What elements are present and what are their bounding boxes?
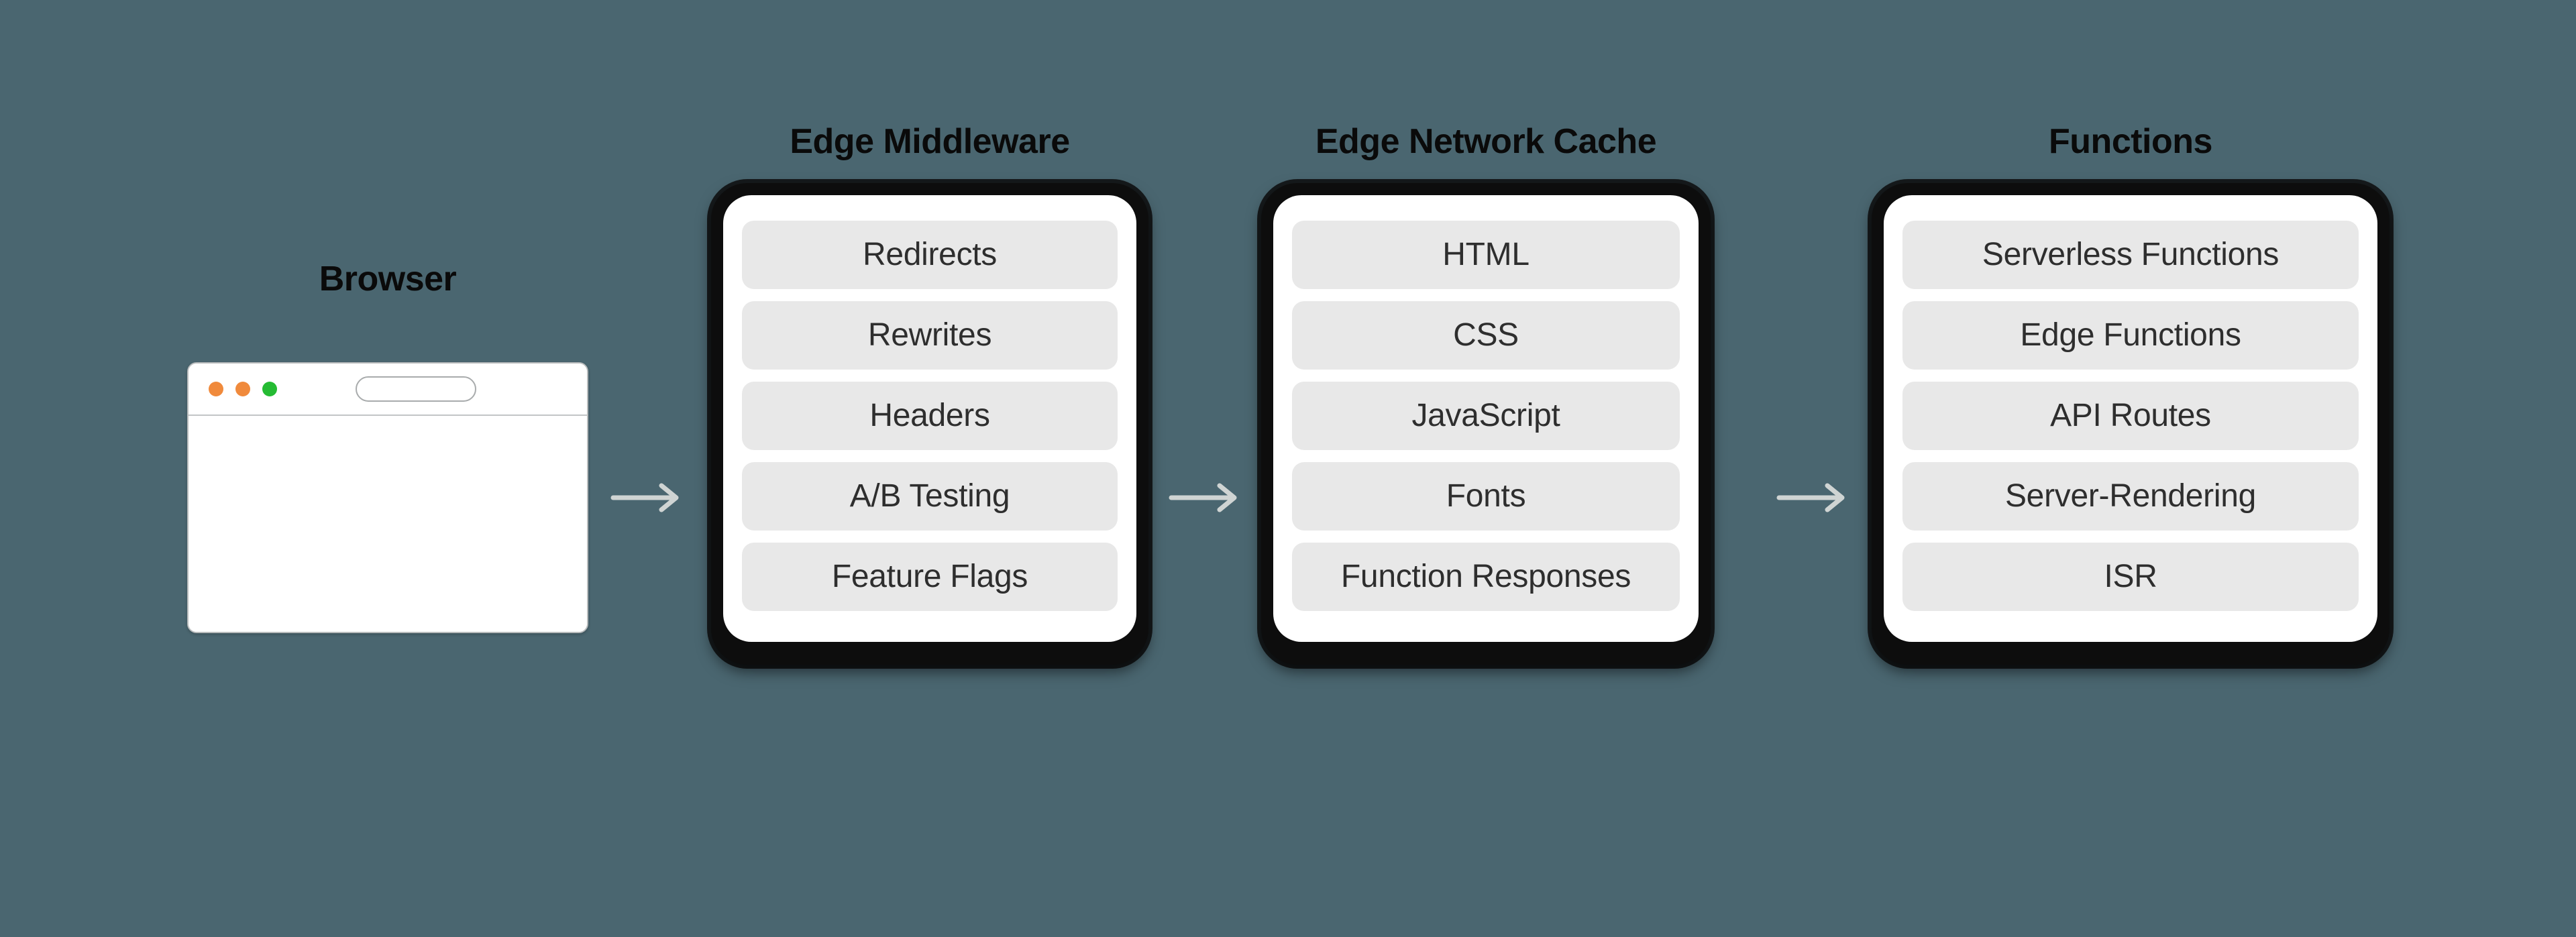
list-item[interactable]: Feature Flags [742, 543, 1118, 611]
list-item-label: Rewrites [867, 317, 992, 353]
list-item-label: Server-Rendering [2004, 478, 2257, 514]
list-item[interactable]: A/B Testing [742, 462, 1118, 531]
list-item-label: API Routes [2050, 398, 2211, 433]
traffic-lights [209, 382, 277, 396]
stage-title-cache: Edge Network Cache [1315, 122, 1657, 161]
list-item[interactable]: Fonts [1292, 462, 1680, 531]
browser-window [187, 362, 588, 633]
list-item[interactable]: CSS [1292, 301, 1680, 370]
close-dot[interactable] [209, 382, 223, 396]
list-item-label: CSS [1453, 317, 1519, 353]
list-item-label: Edge Functions [2020, 317, 2241, 353]
list-item-label: A/B Testing [849, 478, 1010, 514]
list-item[interactable]: HTML [1292, 221, 1680, 289]
arrow-middleware-to-cache [1169, 479, 1244, 516]
list-item-label: Headers [869, 398, 990, 433]
list-item-label: Serverless Functions [1982, 237, 2279, 272]
arrow-cache-to-functions [1776, 479, 1851, 516]
stage-title-middleware: Edge Middleware [790, 122, 1070, 161]
minimize-dot[interactable] [235, 382, 250, 396]
card-shell-functions: Serverless Functions Edge Functions API … [1872, 183, 2390, 665]
card-shell-cache: HTML CSS JavaScript Fonts Function Respo… [1261, 183, 1711, 665]
stage-edge-middleware: Edge Middleware Redirects Rewrites Heade… [711, 124, 1148, 665]
list-item[interactable]: JavaScript [1292, 382, 1680, 450]
list-item[interactable]: Serverless Functions [1902, 221, 2359, 289]
browser-chrome-bar [189, 364, 587, 416]
list-item[interactable]: ISR [1902, 543, 2359, 611]
maximize-dot[interactable] [262, 382, 277, 396]
list-item[interactable]: Redirects [742, 221, 1118, 289]
stage-edge-network-cache: Edge Network Cache HTML CSS JavaScript F… [1261, 124, 1711, 665]
card-functions: Serverless Functions Edge Functions API … [1884, 195, 2377, 642]
browser-viewport [189, 416, 587, 632]
list-item-label: Feature Flags [831, 559, 1028, 594]
card-shell-middleware: Redirects Rewrites Headers A/B Testing F… [711, 183, 1148, 665]
browser-title: Browser [319, 260, 457, 298]
stage-functions: Functions Serverless Functions Edge Func… [1872, 124, 2390, 665]
address-bar-input[interactable] [356, 376, 476, 402]
address-bar-wrap [277, 376, 587, 402]
card-cache: HTML CSS JavaScript Fonts Function Respo… [1273, 195, 1699, 642]
list-item-label: Function Responses [1340, 559, 1631, 594]
list-item-label: ISR [2104, 559, 2157, 594]
list-item-label: HTML [1442, 237, 1529, 272]
list-item[interactable]: Server-Rendering [1902, 462, 2359, 531]
list-item-label: Redirects [862, 237, 998, 272]
list-item[interactable]: Rewrites [742, 301, 1118, 370]
list-item-label: Fonts [1446, 478, 1526, 514]
list-item-label: JavaScript [1411, 398, 1560, 433]
list-item[interactable]: Edge Functions [1902, 301, 2359, 370]
list-item[interactable]: API Routes [1902, 382, 2359, 450]
arrow-browser-to-middleware [610, 479, 686, 516]
browser-stage: Browser [186, 262, 589, 633]
list-item[interactable]: Function Responses [1292, 543, 1680, 611]
card-middleware: Redirects Rewrites Headers A/B Testing F… [723, 195, 1136, 642]
list-item[interactable]: Headers [742, 382, 1118, 450]
stage-title-functions: Functions [2049, 122, 2212, 161]
